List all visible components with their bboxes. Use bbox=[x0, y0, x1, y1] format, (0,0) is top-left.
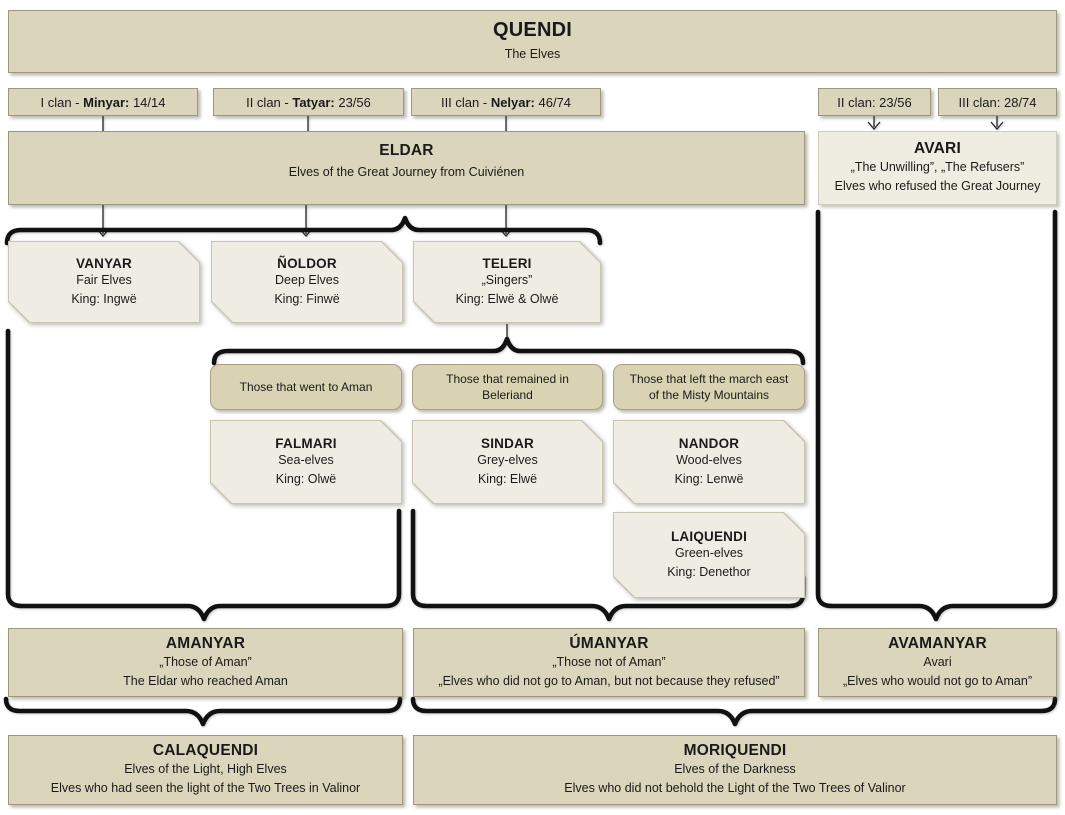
moriquendi-box: MORIQUENDI Elves of the Darkness Elves w… bbox=[413, 735, 1057, 805]
clan-box-nelyar: III clan - Nelyar: 46/74 bbox=[411, 88, 601, 116]
avari-line1: „The Unwilling”, „The Refusers” bbox=[850, 160, 1025, 175]
group-remained-beleriand: Those that remained in Beleriand bbox=[412, 364, 603, 410]
clan-box-tatyar: II clan - Tatyar: 23/56 bbox=[213, 88, 404, 116]
laiquendi-shape bbox=[613, 512, 805, 598]
clan-tatyar-count: 23/56 bbox=[334, 94, 371, 110]
noldor-line2: King: Finwë bbox=[274, 291, 340, 306]
arrowhead-clan3r bbox=[990, 121, 1004, 130]
group-remained-beleriand-label: Those that remained in Beleriand bbox=[446, 371, 569, 402]
vanyar-title: VANYAR bbox=[76, 255, 132, 271]
vanyar-line2: King: Ingwë bbox=[71, 291, 137, 306]
arrowhead-noldor bbox=[299, 228, 313, 237]
amanyar-title: AMANYAR bbox=[165, 634, 246, 652]
laiquendi-title: LAIQUENDI bbox=[670, 528, 748, 544]
arrowhead-clan2r bbox=[867, 121, 881, 130]
clan-box-avari-ii: II clan: 23/56 bbox=[818, 88, 931, 116]
teleri-title: TELERI bbox=[482, 255, 532, 271]
eldar-box: ELDAR Elves of the Great Journey from Cu… bbox=[8, 131, 805, 205]
clan-minyar-count: 14/14 bbox=[129, 94, 166, 110]
calaquendi-line1: Elves of the Light, High Elves bbox=[124, 762, 287, 777]
sindar-box: SINDAR Grey-elves King: Elwë bbox=[412, 420, 603, 504]
quendi-title: QUENDI bbox=[493, 19, 572, 42]
clan-nelyar-prefix: III clan - bbox=[440, 94, 491, 110]
moriquendi-line2: Elves who did not behold the Light of th… bbox=[564, 781, 906, 795]
moriquendi-title: MORIQUENDI bbox=[683, 742, 787, 760]
avari-box: AVARI „The Unwilling”, „The Refusers” El… bbox=[818, 131, 1057, 205]
vanyar-box: VANYAR Fair Elves King: Ingwë bbox=[8, 241, 200, 323]
moriquendi-line1: Elves of the Darkness bbox=[674, 762, 796, 777]
noldor-line1: Deep Elves bbox=[275, 272, 339, 287]
brace-calaquendi bbox=[3, 696, 403, 727]
teleri-shape bbox=[413, 241, 601, 323]
clan-minyar-prefix: I clan - bbox=[40, 94, 84, 110]
sindar-shape bbox=[412, 420, 603, 504]
brace-avamanyar bbox=[815, 209, 1058, 622]
teleri-box: TELERI „Singers” King: Elwë & Olwë bbox=[413, 241, 601, 323]
falmari-line2: King: Olwë bbox=[275, 471, 337, 486]
teleri-line2: King: Elwë & Olwë bbox=[455, 291, 559, 306]
falmari-title: FALMARI bbox=[275, 435, 337, 451]
umanyar-title: ÚMANYAR bbox=[569, 634, 649, 652]
nandor-title: NANDOR bbox=[678, 435, 740, 451]
brace-eldar-kindreds bbox=[4, 215, 603, 246]
sindar-line1: Grey-elves bbox=[477, 452, 538, 467]
avamanyar-line1: Avari bbox=[923, 654, 952, 669]
clan-avari-ii-label: II clan: 23/56 bbox=[837, 94, 912, 110]
nandor-line2: King: Lenwë bbox=[674, 471, 744, 486]
vanyar-shape bbox=[8, 241, 200, 323]
group-went-to-aman-label: Those that went to Aman bbox=[239, 379, 373, 394]
group-left-march-east: Those that left the march east of the Mi… bbox=[613, 364, 805, 410]
falmari-box: FALMARI Sea-elves King: Olwë bbox=[210, 420, 402, 504]
amanyar-box: AMANYAR „Those of Aman” The Eldar who re… bbox=[8, 628, 403, 697]
clan-box-avari-iii: III clan: 28/74 bbox=[938, 88, 1057, 116]
clan-tatyar-name: Tatyar: bbox=[292, 94, 335, 110]
laiquendi-box: LAIQUENDI Green-elves King: Denethor bbox=[613, 512, 805, 598]
clan-avari-iii-label: III clan: 28/74 bbox=[958, 94, 1037, 110]
vanyar-line1: Fair Elves bbox=[76, 272, 132, 287]
falmari-shape bbox=[210, 420, 402, 504]
umanyar-box: ÚMANYAR „Those not of Aman” „Elves who d… bbox=[413, 628, 805, 697]
group-went-to-aman: Those that went to Aman bbox=[210, 364, 402, 410]
arrowhead-vanyar bbox=[96, 228, 110, 237]
falmari-line1: Sea-elves bbox=[278, 452, 334, 467]
amanyar-line1: „Those of Aman” bbox=[159, 654, 252, 669]
laiquendi-line2: King: Denethor bbox=[667, 564, 751, 579]
calaquendi-box: CALAQUENDI Elves of the Light, High Elve… bbox=[8, 735, 403, 805]
calaquendi-line2: Elves who had seen the light of the Two … bbox=[50, 781, 361, 795]
noldor-title: ÑOLDOR bbox=[277, 255, 337, 271]
group-left-march-east-label: Those that left the march east of the Mi… bbox=[629, 371, 789, 402]
brace-moriquendi bbox=[410, 696, 1058, 727]
clan-tatyar-prefix: II clan - bbox=[246, 94, 293, 110]
teleri-line1: „Singers” bbox=[481, 272, 533, 287]
avari-line2: Elves who refused the Great Journey bbox=[834, 179, 1041, 193]
nandor-shape bbox=[613, 420, 805, 504]
calaquendi-title: CALAQUENDI bbox=[152, 742, 259, 760]
clan-nelyar-name: Nelyar: bbox=[490, 94, 535, 110]
noldor-box: ÑOLDOR Deep Elves King: Finwë bbox=[211, 241, 403, 323]
clan-box-minyar: I clan - Minyar: 14/14 bbox=[8, 88, 198, 116]
sindar-title: SINDAR bbox=[481, 435, 534, 451]
avamanyar-box: AVAMANYAR Avari „Elves who would not go … bbox=[818, 628, 1057, 697]
quendi-subtitle: The Elves bbox=[504, 47, 561, 62]
avari-title: AVARI bbox=[914, 140, 961, 158]
nandor-box: NANDOR Wood-elves King: Lenwë bbox=[613, 420, 805, 504]
noldor-shape bbox=[211, 241, 403, 323]
brace-teleri-groups bbox=[211, 336, 806, 366]
quendi-box: QUENDI The Elves bbox=[8, 10, 1057, 73]
umanyar-line2: „Elves who did not go to Aman, but not b… bbox=[438, 673, 780, 688]
nandor-line1: Wood-elves bbox=[676, 452, 742, 467]
clan-minyar-name: Minyar: bbox=[83, 94, 130, 110]
laiquendi-line1: Green-elves bbox=[674, 545, 744, 560]
avamanyar-title: AVAMANYAR bbox=[888, 634, 987, 652]
arrowhead-teleri bbox=[499, 228, 513, 237]
clan-nelyar-count: 46/74 bbox=[534, 94, 572, 110]
sindar-line2: King: Elwë bbox=[477, 471, 538, 486]
avamanyar-line2: „Elves who would not go to Aman” bbox=[843, 673, 1032, 688]
eldar-subtitle: Elves of the Great Journey from Cuiviéne… bbox=[288, 165, 525, 179]
eldar-title: ELDAR bbox=[379, 142, 434, 159]
amanyar-line2: The Eldar who reached Aman bbox=[123, 673, 288, 688]
umanyar-line1: „Those not of Aman” bbox=[552, 654, 666, 669]
